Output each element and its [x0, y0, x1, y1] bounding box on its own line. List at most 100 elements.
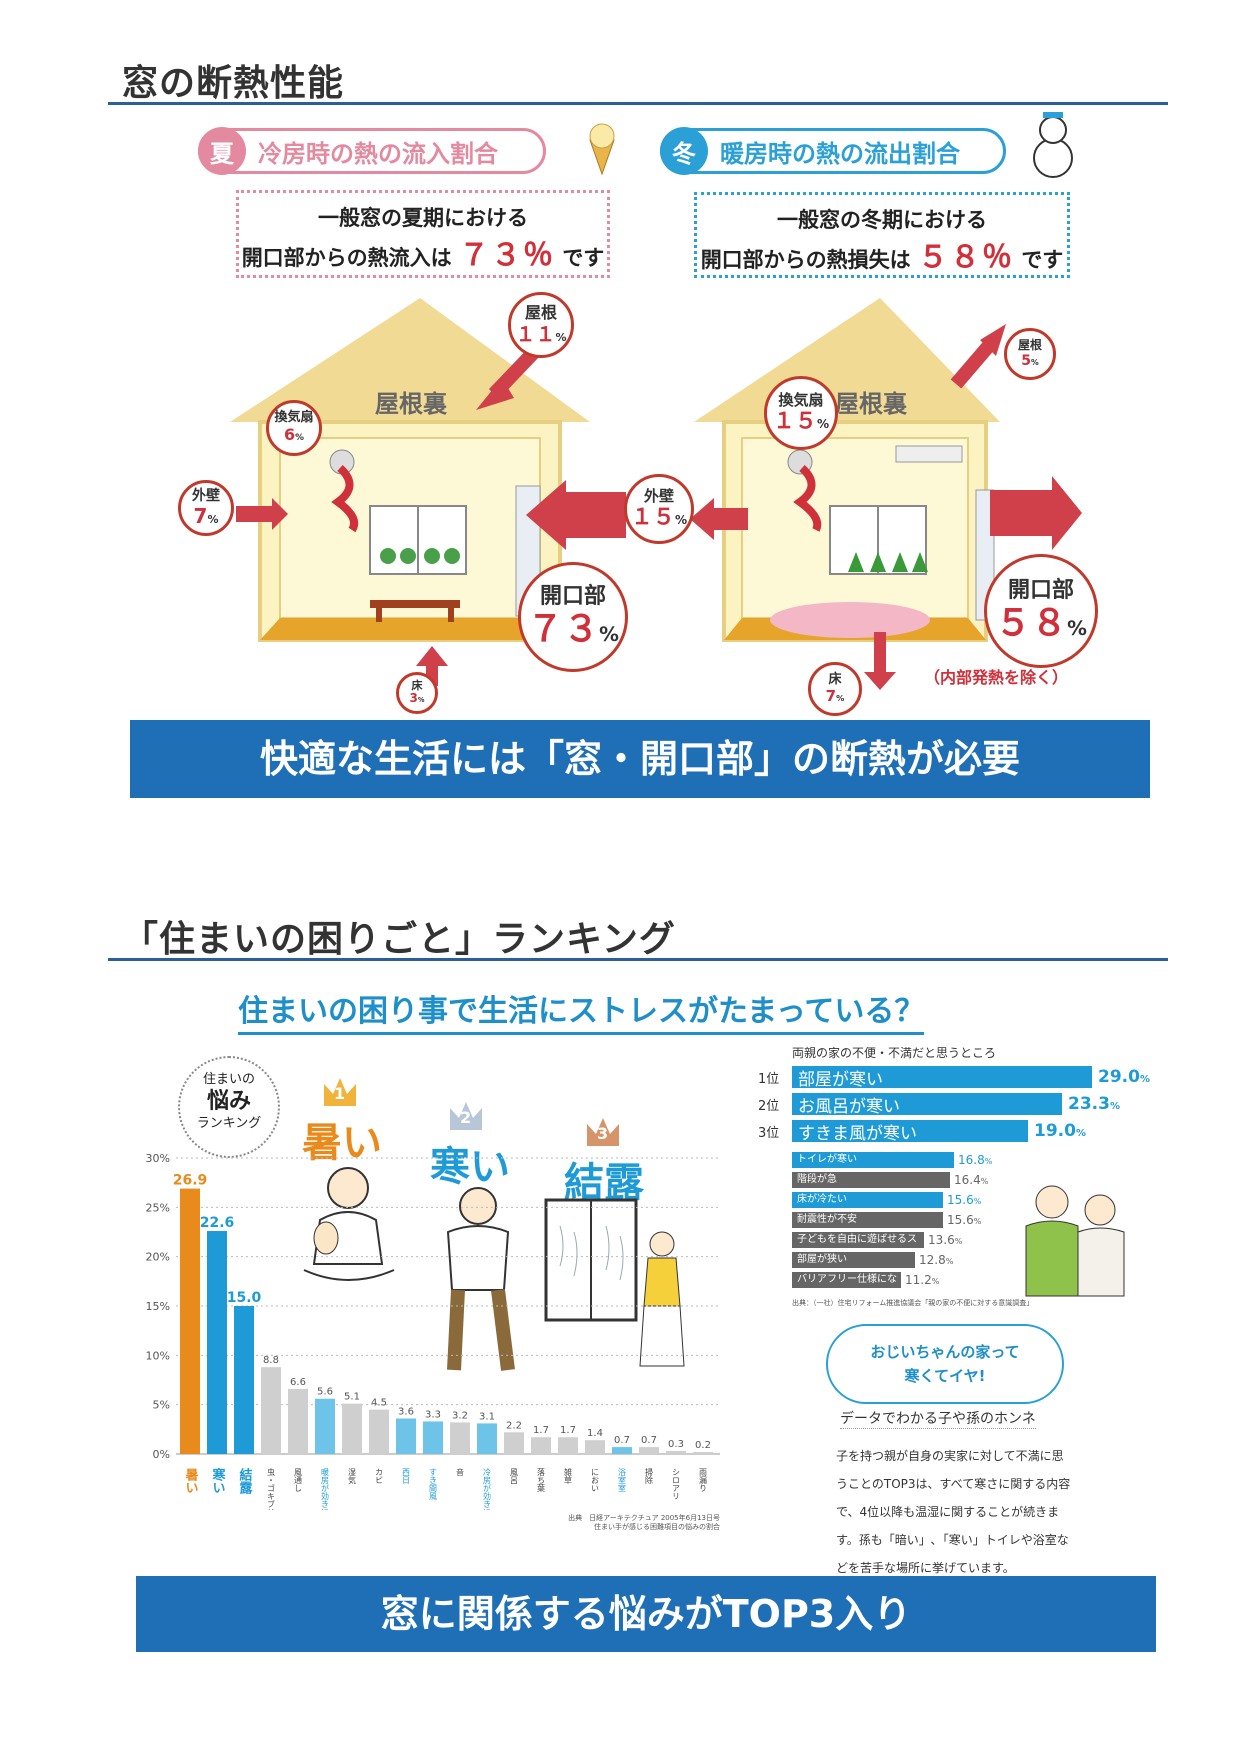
ranking-small-value: 15.6% — [947, 1212, 981, 1230]
bar — [585, 1440, 605, 1454]
ranking-pos: 3位 — [758, 1125, 780, 1141]
bar-value-label: 0.3 — [668, 1439, 684, 1450]
section-divider — [108, 102, 1168, 105]
top3-banner: 窓に関係する悩みがTOP3入り — [136, 1576, 1156, 1652]
ranking-small-bar: バリアフリー仕様になっていない — [792, 1272, 901, 1301]
ranking-small-value-number: 16.8 — [958, 1153, 985, 1167]
badge-line-2: 悩み — [206, 1089, 251, 1115]
category-label: 虫・ゴキブリ — [267, 1467, 276, 1510]
winter-roof-label: 屋根 — [1017, 338, 1042, 353]
rank-2-label: 寒い — [430, 1144, 510, 1190]
grandparents-illustration — [1025, 1185, 1125, 1297]
winter-roof-circle: 屋根 5% — [1004, 328, 1056, 380]
ranking-bar: お風呂が寒い — [792, 1093, 1062, 1117]
bar-value-label: 0.7 — [641, 1435, 657, 1446]
chart-source: 出典 日経アーキテクチュア 2005年6月13日号 住まい手が感じる困難項目の悩… — [568, 1514, 727, 1532]
winter-wall-circle: 外壁 １５% — [624, 474, 694, 544]
summer-opening-circle: 開口部 ７３% — [518, 562, 628, 672]
ranking-label: すきま風が寒い — [798, 1123, 917, 1144]
ranking-value-unit: % — [1109, 1101, 1120, 1112]
category-label: すき間風 — [429, 1468, 438, 1501]
ranking-small-value-unit: % — [973, 1217, 982, 1226]
summer-floor-unit: % — [417, 696, 425, 705]
y-tick-label: 5% — [153, 1399, 170, 1412]
snowman-icon — [1033, 112, 1073, 178]
summer-floor-label: 床 — [411, 678, 423, 692]
bar — [693, 1452, 713, 1454]
bar — [261, 1367, 281, 1454]
winter-floor-unit: % — [836, 692, 845, 703]
speech-line-2: 寒くてイヤ! — [904, 1367, 986, 1385]
winter-floor-value: 7 — [825, 686, 837, 705]
ranking-bar: すきま風が寒い — [792, 1120, 1028, 1144]
category-label: 湿気 — [348, 1468, 357, 1485]
ranking-small-value-number: 15.6 — [947, 1193, 974, 1207]
summer-callout-prefix: 開口部からの熱流入は — [241, 246, 452, 270]
bar — [315, 1398, 335, 1454]
ranking-source: 出典：（一社）住宅リフォーム推進協議会「親の家の不便に対する意識調査」 — [792, 1299, 1034, 1307]
summer-roof-label: 屋根 — [524, 303, 557, 323]
ranking-small-value-unit: % — [980, 1177, 989, 1186]
ranking-title: 両親の家の不便・不満だと思うところ — [792, 1046, 997, 1060]
ranking-small-bar: 床が冷たい — [792, 1192, 943, 1208]
winter-callout-value: ５８％ — [918, 240, 1014, 275]
bar — [234, 1306, 254, 1454]
winter-wall-unit: % — [674, 512, 688, 527]
winter-callout-prefix: 開口部からの熱損失は — [700, 248, 911, 272]
winter-roof-unit: % — [1031, 357, 1039, 367]
summer-fan-label: 換気扇 — [274, 410, 314, 426]
section-divider-2 — [108, 958, 1168, 961]
summer-opening-value: ７３ — [527, 608, 600, 650]
bar-value-label: 3.2 — [452, 1410, 468, 1421]
summer-callout-value: ７３％ — [459, 238, 555, 273]
winter-opening-circle: 開口部 ５８% — [984, 554, 1098, 668]
bar-value-label: 5.6 — [317, 1387, 333, 1398]
bar — [288, 1388, 308, 1454]
ranking-small-value-unit: % — [984, 1157, 993, 1166]
winter-floor-label: 床 — [828, 671, 842, 687]
ranking-small-value-unit: % — [931, 1277, 940, 1286]
ranking-small-bar: 子どもを自由に遊ばせるスペースがない — [792, 1232, 924, 1261]
summer-floor-circle: 床 3% — [396, 672, 438, 714]
ranking-value-unit: % — [1075, 1128, 1086, 1139]
category-label: 音 — [456, 1467, 465, 1477]
honne-text: 子を持つ親が自身の実家に対して不満に思うことのTOP3は、すべて寒さに関する内容… — [836, 1449, 1071, 1575]
ranking-small-value-unit: % — [945, 1257, 954, 1266]
category-label: 寒い — [210, 1467, 227, 1494]
winter-fan-unit: % — [816, 416, 830, 431]
bar-value-label: 26.9 — [173, 1173, 208, 1189]
summer-roof-circle: 屋根 １１% — [508, 292, 574, 358]
winter-label-text: 暖房時の熱の流出割合 — [720, 139, 960, 168]
bar-value-label: 0.7 — [614, 1435, 630, 1446]
speech-line-1: おじいちゃんの家って — [870, 1343, 1020, 1361]
winter-callout-suffix: です — [1021, 248, 1064, 272]
rank-1-number: 1 — [334, 1084, 346, 1103]
bar — [639, 1447, 659, 1454]
worries-bar-chart-svg: 0%5%10%15%20%25%30%26.9暑い22.6寒い15.0結露8.8… — [146, 1152, 720, 1532]
bar-value-label: 3.3 — [425, 1409, 441, 1420]
summer-callout: 一般窓の夏期における 開口部からの熱流入は ７３％ です — [236, 190, 610, 278]
category-label: 冷房が効きにくい — [483, 1467, 492, 1510]
summer-fan-value: 6 — [284, 425, 296, 445]
bar — [207, 1231, 227, 1454]
ranking-small-value-number: 16.4 — [954, 1173, 981, 1187]
bar-value-label: 1.7 — [533, 1425, 549, 1436]
bar-value-label: 3.1 — [479, 1411, 495, 1422]
winter-wall-label: 外壁 — [643, 486, 674, 505]
ranking-small-value-number: 15.6 — [947, 1213, 974, 1227]
ranking-small-bar: 耐震性が不安 — [792, 1212, 943, 1228]
summer-opening-unit: % — [599, 622, 619, 646]
category-label: 暖房が効きにくい — [321, 1468, 330, 1510]
summer-roof-unit: % — [555, 330, 567, 344]
ranking-value-number: 23.3 — [1068, 1094, 1110, 1114]
bar — [180, 1188, 200, 1454]
bar — [396, 1418, 416, 1454]
category-label: 雨漏り — [699, 1468, 708, 1492]
ranking-small-value-number: 13.6 — [928, 1233, 955, 1247]
category-label: 掃除 — [645, 1467, 654, 1484]
section-title-ranking: 「住まいの困りごと」ランキング — [122, 919, 676, 960]
category-label: カビ — [375, 1468, 384, 1484]
speech-bubble: おじいちゃんの家って 寒くてイヤ! — [826, 1324, 1064, 1404]
bar-value-label: 1.4 — [587, 1428, 603, 1439]
